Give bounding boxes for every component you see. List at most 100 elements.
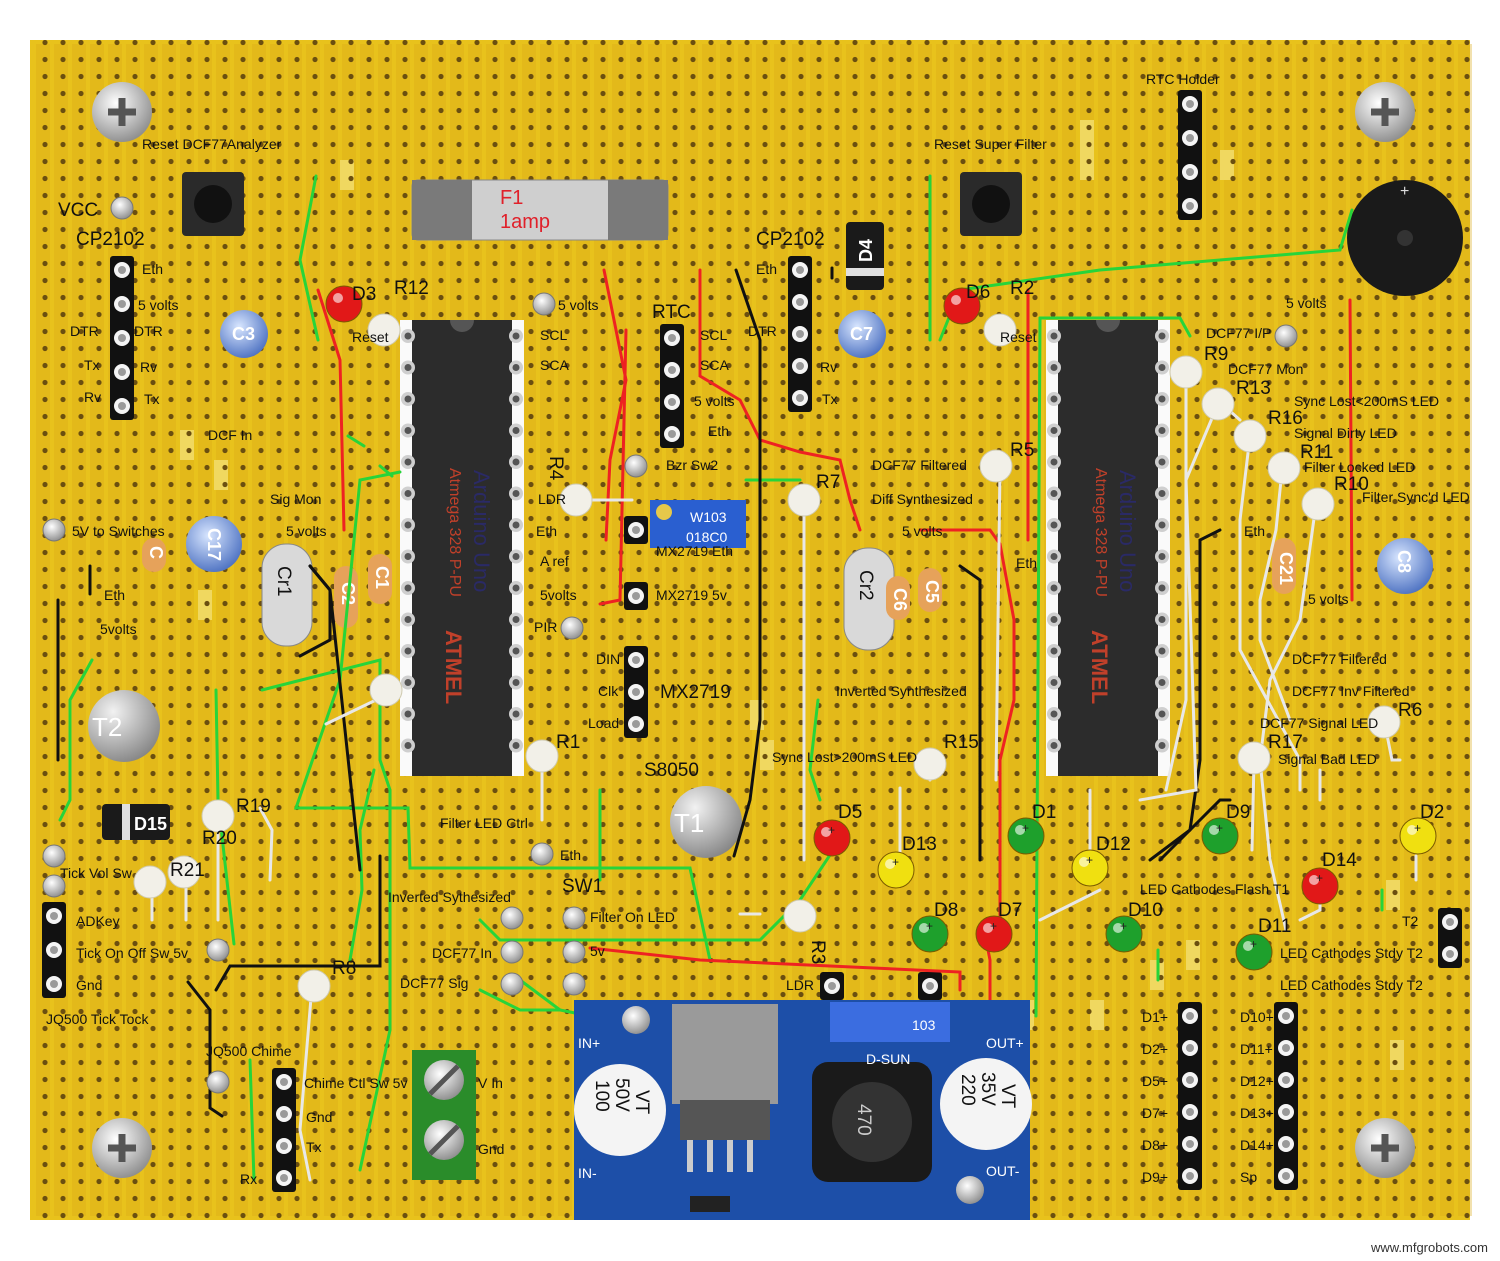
wire <box>1034 316 1042 1018</box>
header-pin-core <box>118 402 126 410</box>
header-pin-core <box>1446 950 1454 958</box>
label-a-ref: A ref <box>540 553 569 569</box>
header-pin-core <box>926 982 934 990</box>
c6-label: C6 <box>890 588 910 611</box>
label-r7: R7 <box>816 472 840 493</box>
chip-pin-core <box>512 553 520 560</box>
resistor-head <box>525 739 559 773</box>
label-reset-dcf: Reset DCF77Analyzer <box>142 136 282 152</box>
header-pin-core <box>632 592 640 600</box>
d-pin-label: D14+ <box>1240 1137 1274 1153</box>
wire <box>598 328 628 606</box>
chip-pin-core <box>1050 616 1058 623</box>
wire <box>808 698 822 802</box>
label-d9: D9 <box>1226 802 1250 823</box>
label-mx-5v: MX2719 5v <box>656 587 727 603</box>
label-tick-vol: Tick Vol Sw <box>60 865 133 881</box>
fuse-f1: F1 1amp <box>411 179 669 241</box>
wire <box>248 1058 256 1182</box>
header-pins <box>42 90 1462 1192</box>
led-highlight <box>1113 923 1123 933</box>
label-sig-mon: Sig Mon <box>270 491 321 507</box>
screw-icon <box>1355 1118 1415 1178</box>
reset-super-filter-button <box>960 172 1022 236</box>
chip-pin-core <box>1050 647 1058 655</box>
pot-code2: 018C0 <box>686 529 727 545</box>
label-r20: R20 <box>202 828 237 849</box>
chip-pin-core <box>512 616 520 623</box>
header-pin-core <box>118 300 126 308</box>
screw-icon <box>1355 82 1415 142</box>
label-eth-cr2: Eth <box>1016 555 1037 571</box>
label-d8: D8 <box>934 900 958 921</box>
label-r5: R5 <box>1010 440 1034 461</box>
label-tx-b: Tx <box>144 391 160 407</box>
header-pin-core <box>118 334 126 342</box>
header-pin-core <box>668 366 676 374</box>
chip-pin-core <box>512 458 520 466</box>
header-pin-core <box>1282 1076 1290 1084</box>
label-d11: D11 <box>1258 916 1291 937</box>
chip-pin-core <box>1050 364 1058 371</box>
label-gnd-left: Gnd <box>76 977 102 993</box>
header-pin-core <box>1186 1140 1194 1148</box>
label-cp2102-right: CP2102 <box>756 229 825 250</box>
wire <box>348 768 376 962</box>
label-5volts-sig: 5 volts <box>286 523 326 539</box>
buck-brand: D-SUN <box>866 1051 910 1067</box>
label-r9: R9 <box>1204 344 1228 365</box>
label-r10: R10 <box>1334 474 1369 495</box>
led-highlight <box>1209 825 1219 835</box>
label-pir: PIR <box>534 619 557 635</box>
cr1-label: Cr1 <box>273 566 294 597</box>
test-pads <box>42 196 1298 1094</box>
d-pin-label: D10+ <box>1240 1009 1274 1025</box>
led-highlight <box>1079 857 1089 867</box>
wire <box>588 946 962 992</box>
resistor-head <box>133 865 167 899</box>
label-rx-c: Rx <box>240 1171 257 1187</box>
led-plus: + <box>1250 937 1257 951</box>
chip-pin-core <box>1050 458 1058 466</box>
label-signal-bad: Signal Bad LED <box>1278 751 1377 767</box>
chip-pin-core <box>1158 458 1166 466</box>
led-plus: + <box>1316 871 1323 885</box>
chip-pin-core <box>404 710 412 718</box>
chip-left: Arduino Uno Atmega 328 P-PU ATMEL <box>400 320 524 776</box>
led-highlight <box>333 293 343 303</box>
label-rv-a: Rv <box>140 359 157 375</box>
chip-pin-core <box>404 332 412 340</box>
led-highlight <box>821 827 831 837</box>
chip-pin-core <box>512 679 520 686</box>
d-pin-label: D5+ <box>1142 1073 1168 1089</box>
label-clk: Clk <box>598 683 619 699</box>
chip-pins <box>401 329 1169 753</box>
wire <box>958 564 982 862</box>
chip-pin-core <box>1050 679 1058 686</box>
resistor-head <box>367 313 401 347</box>
chip-pin-core <box>1158 521 1166 529</box>
wire <box>478 988 562 1012</box>
chip-pin-core <box>1158 742 1166 749</box>
wire <box>346 434 366 448</box>
test-pad <box>42 518 66 542</box>
cap-right-value: 220 <box>957 1074 978 1106</box>
header-pin-core <box>1186 1172 1194 1180</box>
label-eth-left: Eth <box>104 587 125 603</box>
d-pin-label: D7+ <box>1142 1105 1168 1121</box>
capacitor-c3: C3 <box>220 310 268 358</box>
chip-pin-core <box>1158 364 1166 371</box>
label-reset-left: Reset <box>352 329 389 345</box>
buck-out-minus: OUT- <box>986 1163 1020 1179</box>
header-pin-core <box>1186 1044 1194 1052</box>
label-load: Load <box>588 715 619 731</box>
header-body <box>660 324 684 448</box>
resistor-head <box>983 313 1017 347</box>
chip-pin-core <box>1050 332 1058 340</box>
label-eth-a: Eth <box>142 261 163 277</box>
label-filter-synced: Filter Sync'd LED <box>1362 489 1470 505</box>
header-pin-core <box>50 912 58 920</box>
led-plus: + <box>892 855 899 869</box>
led-plus: + <box>1086 853 1093 867</box>
